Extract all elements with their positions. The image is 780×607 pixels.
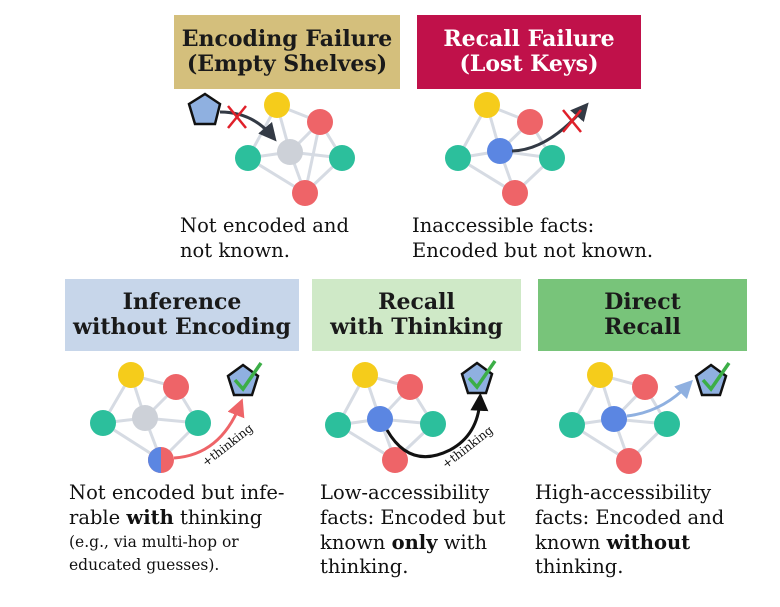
encoded-node xyxy=(601,406,627,432)
node xyxy=(163,374,189,400)
node xyxy=(397,374,423,400)
encoding-failure-title: Encoding Failure(Empty Shelves) xyxy=(174,15,400,89)
node xyxy=(325,412,351,438)
pentagon-query-icon xyxy=(226,363,260,397)
node xyxy=(474,92,500,118)
empty-node xyxy=(277,139,303,165)
node xyxy=(420,411,446,437)
node xyxy=(352,362,378,388)
inference-caption: Not encoded but infe- rable with thinkin… xyxy=(69,481,285,574)
node xyxy=(118,362,144,388)
node xyxy=(445,145,471,171)
node xyxy=(539,145,565,171)
recall-with-thinking-caption: Low-accessibility facts: Encoded but kno… xyxy=(320,481,506,579)
direct-recall-graph xyxy=(559,362,731,474)
cross-icon xyxy=(562,109,582,133)
node xyxy=(559,412,585,438)
pentagon-query-icon xyxy=(187,92,222,126)
node xyxy=(616,448,642,474)
direct-recall-caption: High-accessibility facts: Encoded and kn… xyxy=(535,481,725,579)
node xyxy=(382,447,408,473)
recall-failure-title: Recall Failure(Lost Keys) xyxy=(417,15,641,89)
node xyxy=(654,411,680,437)
checkmark-icon xyxy=(233,362,263,392)
recall-failure-graph xyxy=(445,92,589,206)
node xyxy=(90,410,116,436)
cross-icon xyxy=(227,105,247,129)
encoded-node xyxy=(487,138,513,164)
encoding-failure-caption: Not encoded and not known. xyxy=(180,214,349,262)
node xyxy=(292,180,318,206)
node xyxy=(307,109,333,135)
node xyxy=(502,180,528,206)
inference-graph: +thinking xyxy=(90,362,263,473)
node xyxy=(329,145,355,171)
encoding-failure-graph xyxy=(187,92,355,206)
checkmark-icon xyxy=(467,360,497,390)
node xyxy=(264,92,290,118)
recall-failure-caption: Inaccessible facts: Encoded but not know… xyxy=(412,214,654,262)
encoded-node xyxy=(367,406,393,432)
empty-node xyxy=(132,405,158,431)
node xyxy=(235,145,261,171)
node xyxy=(587,362,613,388)
thinking-edge-label: +thinking xyxy=(439,423,496,472)
pentagon-query-icon xyxy=(460,361,494,395)
node xyxy=(632,374,658,400)
pentagon-query-icon xyxy=(694,363,728,397)
checkmark-icon xyxy=(701,362,731,392)
recall-with-thinking-graph: +thinking xyxy=(325,360,497,473)
node xyxy=(517,109,543,135)
node xyxy=(185,410,211,436)
